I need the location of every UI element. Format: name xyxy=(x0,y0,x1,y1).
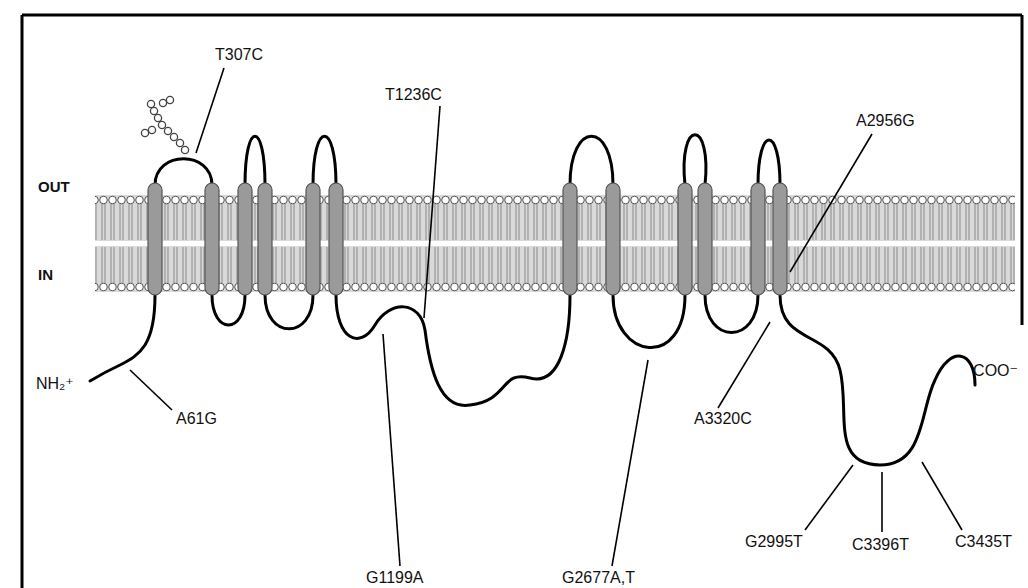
snp-label: G2995T xyxy=(745,533,803,551)
snp-label: T1236C xyxy=(385,86,442,104)
snp-label: G1199A xyxy=(366,569,424,587)
terminus-label: NH₂⁺ xyxy=(36,375,74,393)
snp-label: A3320C xyxy=(694,410,752,428)
side-label: OUT xyxy=(38,178,70,196)
side-label: IN xyxy=(38,266,53,284)
snp-label: G2677A,T xyxy=(562,569,635,587)
snp-label: T307C xyxy=(215,46,263,64)
snp-label: A2956G xyxy=(856,112,915,130)
snp-label: A61G xyxy=(176,410,217,428)
terminus-label: COO⁻ xyxy=(973,362,1018,380)
snp-label: C3396T xyxy=(852,536,909,554)
snp-label: C3435T xyxy=(955,533,1012,551)
